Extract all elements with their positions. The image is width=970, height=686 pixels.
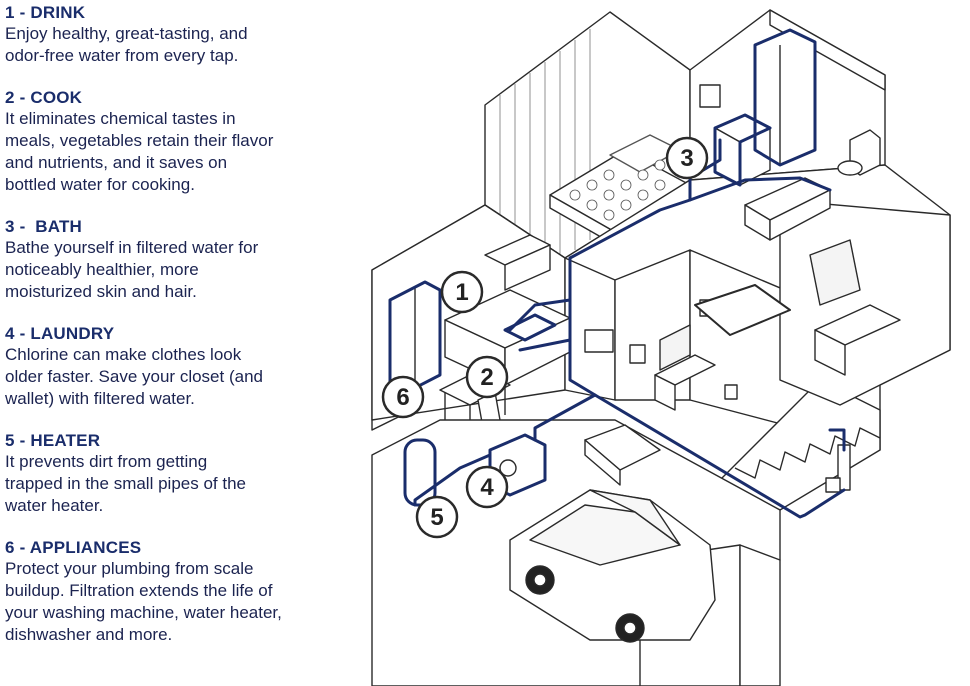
legend-body: Enjoy healthy, great-tasting, and odor-f…	[5, 24, 248, 65]
svg-text:5: 5	[430, 504, 443, 531]
refrigerator	[389, 281, 441, 394]
marker-2: 2	[465, 355, 509, 399]
office-room	[779, 199, 951, 406]
legend-body: Chlorine can make clothes look older fas…	[5, 345, 263, 408]
car	[509, 489, 716, 643]
legend-body: Bathe yourself in filtered water for not…	[5, 238, 259, 301]
marker-3: 3	[665, 136, 709, 180]
house-cutaway-illustration: 1 2 3 4 5 6	[371, 9, 951, 686]
legend-item-drink: 1 - DRINK Enjoy healthy, great-tasting, …	[5, 2, 345, 67]
legend-heading: 4 - LAUNDRY	[5, 324, 115, 343]
legend-heading: 5 - HEATER	[5, 431, 101, 450]
legend-body: It eliminates chemical tastes in meals, …	[5, 109, 274, 194]
legend-heading: 6 - APPLIANCES	[5, 538, 142, 557]
legend-item-heater: 5 - HEATER It prevents dirt from getting…	[5, 430, 345, 517]
tv-cabinet	[654, 324, 716, 411]
callout-markers: 1 2 3 4 5 6	[381, 136, 709, 539]
legend-item-appliances: 6 - APPLIANCES Protect your plumbing fro…	[5, 537, 345, 646]
toilet	[837, 129, 881, 176]
svg-text:3: 3	[680, 145, 693, 172]
legend-body: It prevents dirt from getting trapped in…	[5, 452, 246, 515]
legend-item-bath: 3 - BATH Bathe yourself in filtered wate…	[5, 216, 345, 303]
legend-panel: 1 - DRINK Enjoy healthy, great-tasting, …	[5, 2, 345, 666]
legend-item-laundry: 4 - LAUNDRY Chlorine can make clothes lo…	[5, 323, 345, 410]
sofa	[584, 424, 661, 486]
legend-heading: 1 - DRINK	[5, 3, 86, 22]
legend-body: Protect your plumbing from scale buildup…	[5, 559, 282, 644]
rug	[694, 284, 791, 336]
svg-text:6: 6	[396, 384, 409, 411]
legend-heading: 2 - COOK	[5, 88, 83, 107]
svg-text:4: 4	[480, 474, 494, 501]
legend-heading: 3 - BATH	[5, 217, 83, 236]
bed-quilt-pattern	[569, 159, 666, 221]
marker-5: 5	[415, 495, 459, 539]
legend-item-cook: 2 - COOK It eliminates chemical tastes i…	[5, 87, 345, 196]
marker-4: 4	[465, 465, 509, 509]
marker-1: 1	[440, 270, 484, 314]
bathtub	[744, 177, 831, 241]
svg-text:2: 2	[480, 364, 493, 391]
marker-6: 6	[381, 375, 425, 419]
svg-text:1: 1	[455, 279, 468, 306]
